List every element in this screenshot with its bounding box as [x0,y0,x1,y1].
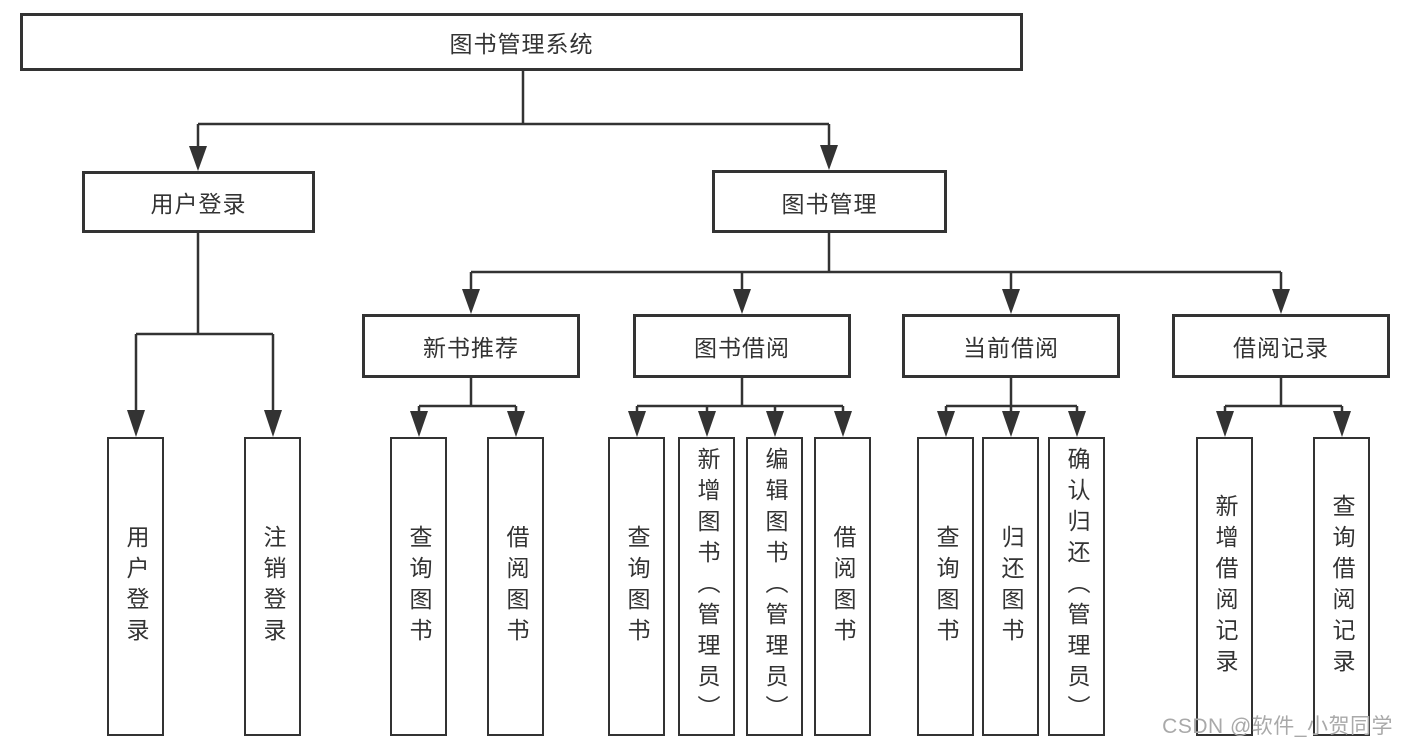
module-label: 借阅记录 [1233,335,1329,361]
module-label: 新书推荐 [423,335,519,361]
leaf-box-borrow-books-recommend: 借阅图书 [487,437,544,736]
leaf-box-query-books-borrowing: 查询图书 [608,437,665,736]
leaf-box-return-books: 归还图书 [982,437,1039,736]
leaf-box-add-borrow-record: 新增借阅记录 [1196,437,1253,736]
leaf-box-user-login: 用户登录 [107,437,164,736]
leaf-label: 查询图书 [933,524,959,649]
leaf-box-confirm-return-admin: 确认归还（管理员） [1048,437,1105,736]
root-label: 图书管理系统 [449,31,594,57]
leaf-label: 借阅图书 [503,524,529,649]
csdn-watermark: CSDN @软件_小贺同学 [1162,715,1393,738]
branch-box-user-login: 用户登录 [82,171,315,233]
leaf-box-query-books-recommend: 查询图书 [390,437,447,736]
leaf-label: 查询借阅记录 [1329,493,1355,680]
root-box-system-title: 图书管理系统 [20,13,1023,71]
module-box-current-borrowing: 当前借阅 [902,314,1120,378]
module-box-borrow-records: 借阅记录 [1172,314,1390,378]
leaf-label: 借阅图书 [830,524,856,649]
leaf-label: 注销登录 [260,524,286,649]
leaf-label: 新增借阅记录 [1212,493,1238,680]
leaf-box-borrow-books-borrowing: 借阅图书 [814,437,871,736]
leaf-box-query-books-current: 查询图书 [917,437,974,736]
leaf-label: 用户登录 [123,524,149,649]
leaf-label: 编辑图书（管理员） [762,447,788,726]
leaf-label: 确认归还（管理员） [1064,447,1090,726]
leaf-box-logout: 注销登录 [244,437,301,736]
module-label: 当前借阅 [963,335,1059,361]
leaf-box-add-book-admin: 新增图书（管理员） [678,437,735,736]
branch-box-book-management: 图书管理 [712,170,947,233]
leaf-label: 查询图书 [406,524,432,649]
leaf-box-query-borrow-record: 查询借阅记录 [1313,437,1370,736]
module-box-new-book-recommend: 新书推荐 [362,314,580,378]
leaf-box-edit-book-admin: 编辑图书（管理员） [746,437,803,736]
leaf-label: 查询图书 [624,524,650,649]
branch-label: 图书管理 [781,190,878,217]
leaf-label: 新增图书（管理员） [694,447,720,726]
branch-label: 用户登录 [150,191,247,217]
module-label: 图书借阅 [694,335,790,361]
leaf-label: 归还图书 [998,524,1024,649]
module-box-book-borrowing: 图书借阅 [633,314,851,378]
